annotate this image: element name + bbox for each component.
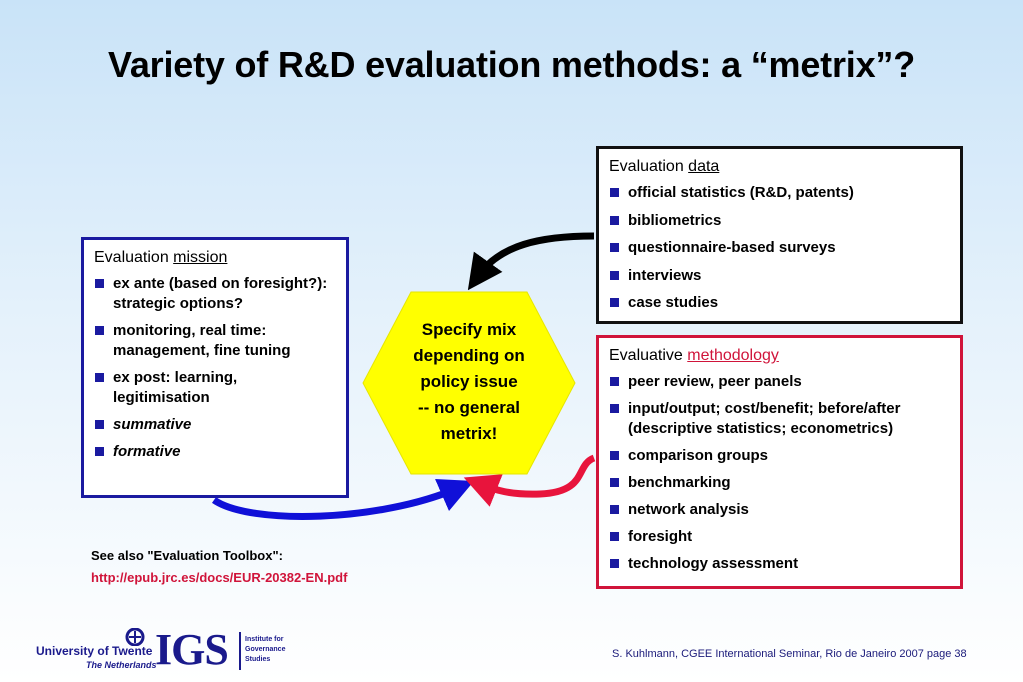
university-of-twente-logo: University of Twente The Netherlands	[36, 628, 157, 672]
data-heading-prefix: Evaluation	[609, 158, 689, 175]
center-line: metrix!	[440, 424, 498, 443]
evaluation-mission-box: Evaluation mission ex ante (based on for…	[81, 237, 349, 498]
list-item: peer review, peer panels	[609, 372, 950, 392]
arrow-data-to-center-icon	[467, 232, 595, 291]
list-item-text: case studies	[628, 294, 719, 312]
ut-name: University of Twente	[36, 644, 153, 658]
list-item-text: ex post: learning, legitimisation	[113, 369, 238, 406]
list-item-text: bibliometrics	[628, 211, 722, 229]
see-also-label: See also "Evaluation Toolbox":	[91, 548, 283, 563]
list-item: technology assessment	[609, 554, 950, 574]
list-item-text: formative	[113, 443, 181, 460]
mission-heading: Evaluation mission	[94, 248, 336, 268]
square-bullet-icon	[610, 188, 619, 197]
list-item-text: foresight	[628, 528, 693, 545]
mission-heading-highlight: mission	[173, 249, 228, 266]
list-item-text: monitoring, real time: management, fine …	[113, 322, 291, 359]
igs-letters: IGS	[155, 625, 229, 674]
square-bullet-icon	[95, 420, 104, 429]
list-item-text: official statistics (R&D, patents)	[628, 184, 854, 201]
list-item-text: questionnaire-based surveys	[628, 239, 836, 257]
list-item: interviews	[609, 266, 950, 286]
square-bullet-icon	[610, 215, 619, 225]
list-item: monitoring, real time: management, fine …	[94, 321, 336, 361]
igs-logo: IGS Institute for Governance Studies	[155, 625, 295, 674]
arrow-methodology-to-center-icon	[463, 454, 596, 507]
igs-sub-line: Studies	[245, 656, 271, 663]
data-heading: Evaluation data	[609, 157, 950, 177]
mission-heading-prefix: Evaluation	[94, 249, 174, 266]
data-heading-highlight: data	[688, 158, 720, 175]
methodology-heading: Evaluative methodology	[609, 346, 950, 366]
evaluation-data-box: Evaluation data official statistics (R&D…	[596, 146, 963, 324]
see-also-note: See also "Evaluation Toolbox": http://ep…	[91, 545, 347, 589]
center-line: depending on	[413, 346, 525, 365]
list-item: network analysis	[609, 500, 950, 520]
methodology-heading-highlight: methodology	[687, 347, 779, 364]
list-item-text: input/output; cost/benefit; before/after…	[628, 400, 901, 437]
list-item: foresight	[609, 527, 950, 547]
igs-sub-line: Institute for	[245, 636, 284, 643]
list-item: benchmarking	[609, 473, 950, 493]
igs-sub-line: Governance	[245, 646, 286, 653]
list-item-text: peer review, peer panels	[628, 373, 802, 390]
list-item-text: technology assessment	[628, 555, 799, 572]
list-item: formative	[94, 442, 336, 462]
list-item-text: interviews	[628, 266, 702, 284]
methodology-heading-prefix: Evaluative	[609, 347, 688, 364]
center-line: policy issue	[420, 372, 518, 391]
square-bullet-icon	[95, 373, 104, 382]
list-item: official statistics (R&D, patents)	[609, 183, 950, 203]
center-line: Specify mix	[421, 320, 517, 339]
list-item: input/output; cost/benefit; before/after…	[609, 399, 950, 439]
mission-list: ex ante (based on foresight?): strategic…	[94, 274, 336, 462]
slide-title: Variety of R&D evaluation methods: a “me…	[108, 44, 915, 85]
evaluative-methodology-box: Evaluative methodology peer review, peer…	[596, 335, 963, 589]
square-bullet-icon	[610, 243, 619, 253]
square-bullet-icon	[610, 451, 619, 460]
center-line: -- no general	[417, 398, 520, 417]
square-bullet-icon	[95, 326, 104, 335]
list-item: ex ante (based on foresight?): strategic…	[94, 274, 336, 314]
list-item: ex post: learning, legitimisation	[94, 368, 336, 408]
list-item: summative	[94, 415, 336, 435]
list-item-text: network analysis	[628, 501, 749, 518]
twente-emblem-icon	[125, 628, 145, 646]
arrow-mission-to-center-icon	[212, 478, 475, 520]
list-item-text: comparison groups	[628, 447, 769, 464]
square-bullet-icon	[610, 298, 619, 308]
list-item: comparison groups	[609, 446, 950, 466]
center-hexagon-text: Specify mix depending on policy issue --…	[361, 317, 577, 447]
list-item: questionnaire-based surveys	[609, 238, 950, 258]
square-bullet-icon	[610, 270, 619, 280]
list-item-text: summative	[113, 416, 192, 433]
igs-subtitle: Institute for Governance Studies	[245, 635, 295, 665]
square-bullet-icon	[610, 559, 619, 568]
list-item-text: ex ante (based on foresight?): strategic…	[113, 275, 328, 312]
square-bullet-icon	[95, 279, 104, 288]
list-item-text: benchmarking	[628, 474, 731, 491]
slide-footer: S. Kuhlmann, CGEE International Seminar,…	[612, 648, 967, 660]
square-bullet-icon	[610, 532, 619, 541]
methodology-list: peer review, peer panels input/output; c…	[609, 372, 950, 574]
square-bullet-icon	[610, 478, 619, 487]
square-bullet-icon	[610, 505, 619, 514]
list-item: bibliometrics	[609, 211, 950, 231]
ut-subtitle: The Netherlands	[86, 660, 157, 670]
square-bullet-icon	[610, 404, 619, 413]
list-item: case studies	[609, 293, 950, 313]
data-list: official statistics (R&D, patents) bibli…	[609, 183, 950, 313]
center-hexagon	[362, 291, 576, 475]
igs-divider	[239, 632, 241, 670]
square-bullet-icon	[610, 377, 619, 386]
square-bullet-icon	[95, 447, 104, 456]
toolbox-link[interactable]: http://epub.jrc.es/docs/EUR-20382-EN.pdf	[91, 570, 348, 585]
